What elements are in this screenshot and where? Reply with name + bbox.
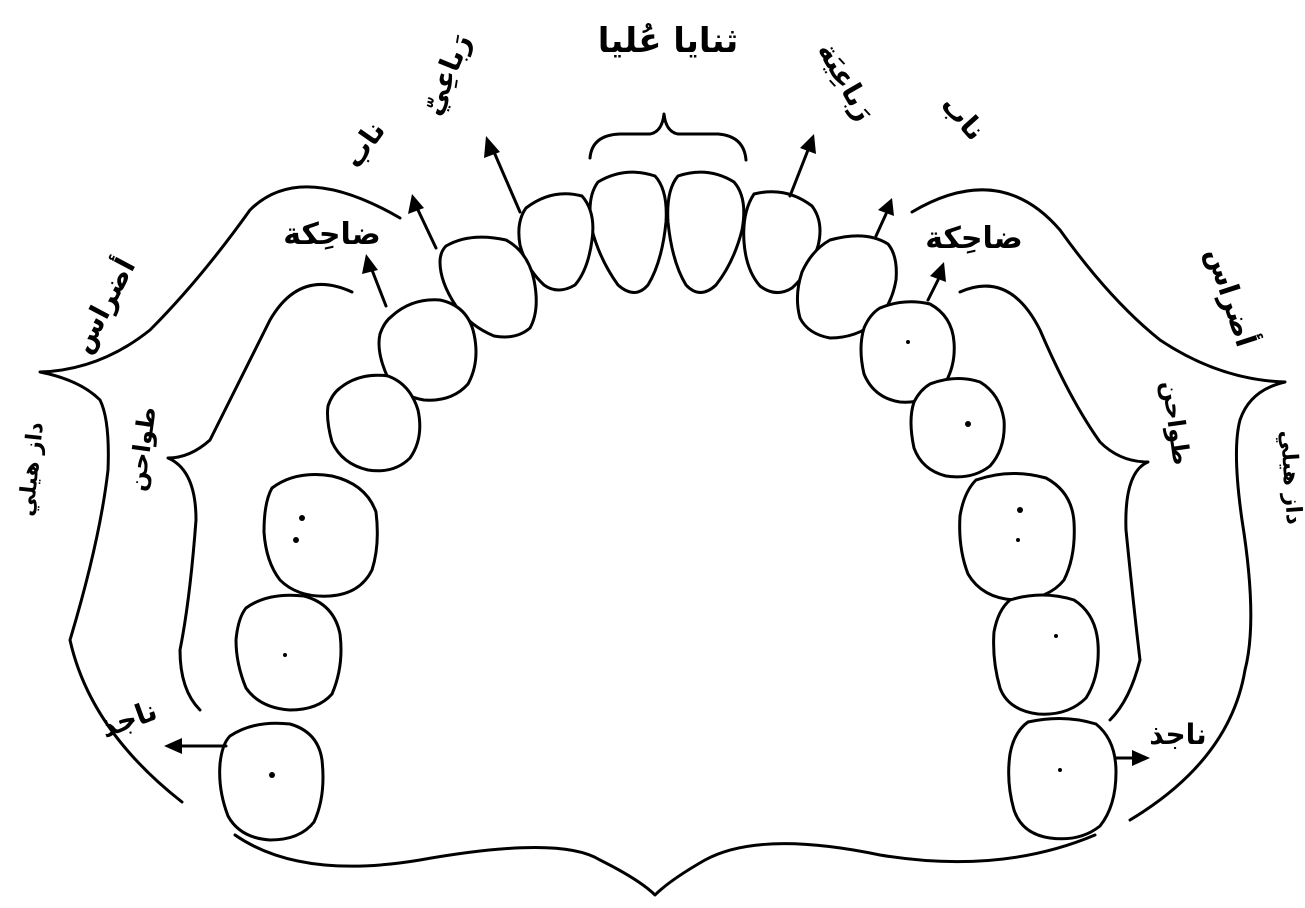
label-canine-left: ناب (337, 115, 392, 174)
label-grinders-left: طواحن (122, 405, 162, 493)
label-upper-central-incisors: ثنايا عُليا (598, 21, 739, 61)
tooth-second-premolar-right (911, 378, 1004, 476)
tooth-second-molar-right (994, 595, 1099, 714)
tooth-wisdom-right (1009, 718, 1116, 838)
tooth-first-molar-left (264, 475, 377, 597)
jaw-bottom-outline (235, 835, 1095, 895)
tooth-second-molar-left (236, 595, 341, 710)
label-back-molars-right: داز هيلي (1275, 429, 1305, 525)
label-grinders-right: طواحن (1156, 379, 1196, 467)
label-canine-right: ناب (934, 88, 991, 147)
label-molars-right: أضراس (1200, 243, 1265, 351)
label-wisdom-right: ناجذ (1149, 718, 1206, 751)
tooth-central-incisor-right (668, 172, 744, 292)
tooth-first-molar-right (960, 473, 1075, 600)
label-lateral-incisor-left: رَباعِيّ (415, 29, 477, 120)
label-wisdom-left: ناجذ (96, 694, 161, 745)
tooth-wisdom-left (220, 723, 323, 840)
label-first-premolar-left: ضاحِكة (283, 217, 381, 252)
label-lateral-incisor-right: رَباعِيَة (811, 36, 882, 126)
brace-central-incisors (590, 114, 746, 160)
tooth-central-incisor-left (590, 172, 666, 292)
tooth-second-premolar-left (328, 375, 420, 471)
label-first-premolar-right: ضاحِكة (925, 221, 1023, 256)
label-back-molars-left: داز هيلي (14, 421, 49, 518)
